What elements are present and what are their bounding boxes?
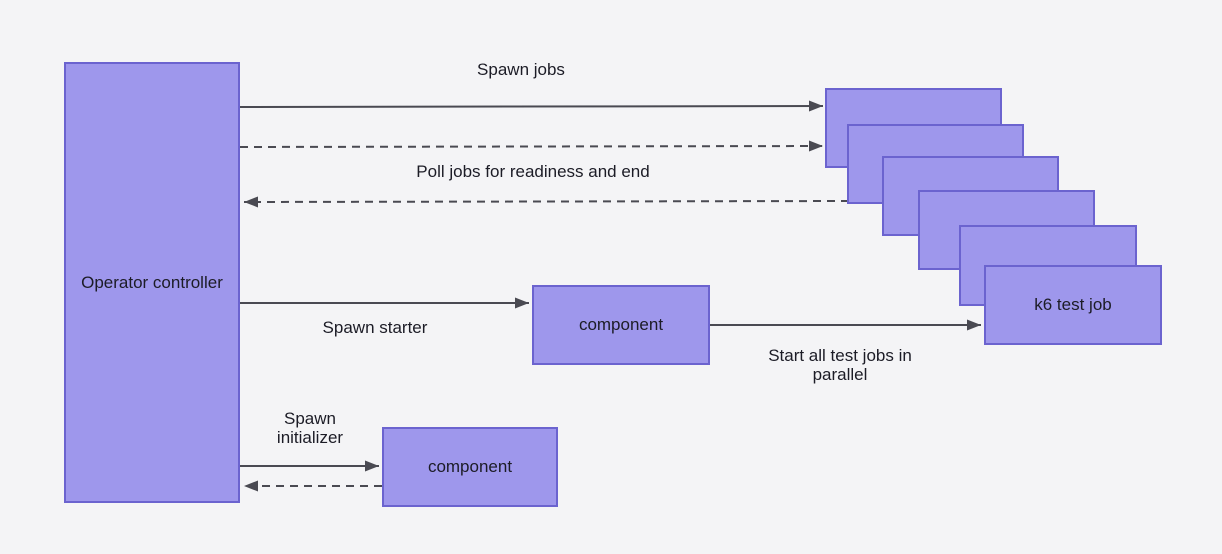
k6-test-job-label: k6 test job (1034, 295, 1112, 314)
poll-jobs-response-arrow (243, 196, 850, 208)
spawn-jobs-arrow (239, 100, 824, 112)
node-starter-component: component (532, 285, 710, 365)
node-k6-test-job: k6 test job (984, 265, 1162, 345)
start-parallel-label: Start all test jobs in parallel (768, 346, 912, 384)
poll-jobs-request-arrow (239, 140, 824, 152)
node-operator-controller: Operator controller (64, 62, 240, 503)
operator-controller-label: Operator controller (81, 272, 223, 292)
poll-jobs-label: Poll jobs for readiness and end (416, 162, 650, 181)
starter-component-label: component (578, 315, 664, 334)
node-initializer-component: component (382, 427, 558, 507)
initializer-component-label: component (427, 457, 513, 476)
spawn-initializer-label: Spawn initializer (276, 409, 344, 447)
spawn-starter-label: Spawn starter (322, 318, 428, 337)
spawn-jobs-label: Spawn jobs (477, 60, 565, 79)
